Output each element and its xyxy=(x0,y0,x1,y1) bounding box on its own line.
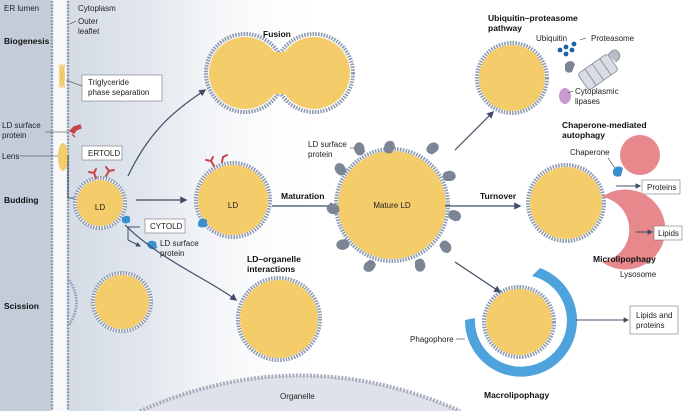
grey-protein-10 xyxy=(334,162,347,176)
lens-label: Lens xyxy=(2,152,19,161)
ups-ld xyxy=(475,41,549,115)
proteasome-pointer xyxy=(579,37,587,41)
cytoplasm-label: Cytoplasm xyxy=(78,4,116,13)
maturation-label: Maturation xyxy=(281,191,324,201)
stage-scission: Scission xyxy=(4,301,39,311)
cytoplasmic-lipase-icon xyxy=(559,88,571,104)
to-ups-arrow xyxy=(454,110,495,151)
chaperone-pointer xyxy=(607,157,616,169)
ertold-box xyxy=(81,145,123,161)
budding-red-protein-icon xyxy=(105,166,115,177)
stage-budding: Budding xyxy=(4,195,38,205)
mature-ld-label: Mature LD xyxy=(373,201,411,210)
ld2-label: LD xyxy=(228,201,238,210)
organelle-contact-ld xyxy=(236,276,322,362)
ld2-red-protein-icon xyxy=(205,156,215,167)
ld-stage-2 xyxy=(194,161,272,239)
lens-droplet xyxy=(58,143,68,171)
organelle-label: Organelle xyxy=(280,392,315,401)
chaperone-label: Chaperone xyxy=(570,148,610,157)
microlipophagy-lysosome-icon xyxy=(602,189,666,270)
er-membrane xyxy=(50,0,78,411)
ubiquitin-chain-icon xyxy=(557,41,577,57)
grey-protein-1 xyxy=(383,140,395,154)
cytold-label: CYTOLD xyxy=(150,222,183,231)
cma-lysosome-icon xyxy=(620,135,660,175)
triglyceride-lens-biogenesis xyxy=(58,63,66,89)
turnover-label: Turnover xyxy=(480,191,517,201)
cytold-blue-protein-icon xyxy=(147,240,157,250)
grey-protein-2 xyxy=(426,142,439,155)
cytold-arrow xyxy=(127,239,141,247)
ld2-blue-protein-icon xyxy=(198,218,207,228)
budding-blue-protein-icon xyxy=(122,215,130,224)
fusion-droplet xyxy=(204,32,355,114)
grey-protein-0 xyxy=(354,142,365,156)
stage-biogenesis: Biogenesis xyxy=(4,36,50,46)
grey-protein-7 xyxy=(363,259,376,272)
macrolipophagy-label: Macrolipophagy xyxy=(484,390,549,400)
proteasome-label: Proteasome xyxy=(591,34,635,43)
ups-substrate-protein-icon xyxy=(565,61,575,73)
ld-surface-protein-red-icon xyxy=(68,124,82,138)
triglyceride-label-box xyxy=(81,74,163,102)
to-organelle-arrow xyxy=(124,224,238,301)
lipids-box xyxy=(653,225,683,241)
ubiquitin-label: Ubiquitin xyxy=(536,34,567,43)
chaperone-icon xyxy=(613,166,623,177)
microlipophagy-label: Microlipophagy xyxy=(593,254,656,264)
grey-protein-8 xyxy=(336,239,350,250)
scission-ld xyxy=(91,271,153,333)
outer-leaflet-pointer xyxy=(69,20,77,25)
budding-ld-label: LD xyxy=(95,203,105,212)
proteins-box xyxy=(641,179,681,195)
mature-ld-grey-proteins xyxy=(326,140,461,272)
proteins-label: Proteins xyxy=(647,183,676,192)
ertold-label: ERTOLD xyxy=(88,149,120,158)
fusion-label: Fusion xyxy=(263,29,291,39)
grey-protein-4 xyxy=(448,210,461,222)
lipase-pointer xyxy=(567,90,574,94)
lysosome-label: Lysosome xyxy=(620,270,657,279)
cytold-box xyxy=(144,218,186,234)
er-lumen-region xyxy=(0,0,54,411)
proteasome-icon xyxy=(578,49,621,90)
mature-ld xyxy=(334,147,450,263)
lipid-droplets xyxy=(73,41,606,362)
phagophore-label: Phagophore xyxy=(410,335,454,344)
macrolipophagy-ld xyxy=(482,285,556,359)
grey-protein-3 xyxy=(442,170,456,182)
organelle-membrane xyxy=(139,373,461,411)
grey-protein-5 xyxy=(439,240,452,254)
lipids-proteins-box xyxy=(629,305,679,335)
budding-ld xyxy=(73,176,127,230)
budding-red-protein-icon-2 xyxy=(88,168,97,179)
microlipophagy-ld xyxy=(526,163,606,243)
er-lumen-label: ER lumen xyxy=(4,4,39,13)
ld2-red-protein-icon-2 xyxy=(221,154,228,163)
grey-protein-9 xyxy=(326,203,340,215)
to-fusion-arrow xyxy=(127,89,207,177)
cytold-connector xyxy=(127,226,140,240)
triglyceride-pointer xyxy=(65,79,83,87)
lipids-label: Lipids xyxy=(658,229,679,238)
grey-protein-6 xyxy=(414,258,426,272)
to-macrolipophagy-arrow xyxy=(454,261,502,293)
